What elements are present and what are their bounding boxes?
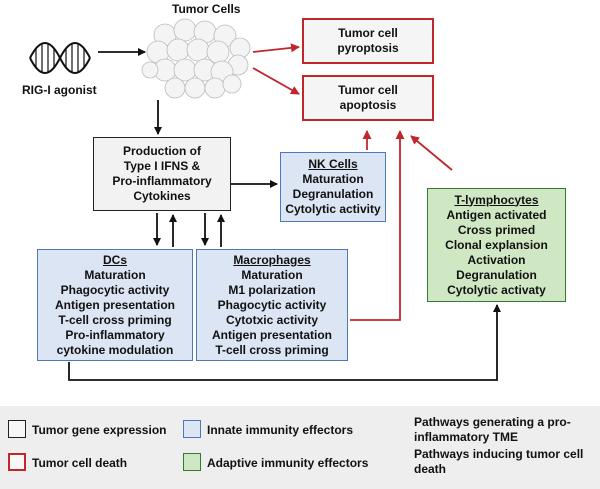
rig-agonist-label: RIG-I agonist bbox=[22, 83, 97, 97]
legend-death-path: Pathways inducing tumor cell death bbox=[414, 447, 584, 476]
dcs-line: cytokine modulation bbox=[56, 342, 174, 357]
legend-black-swatch bbox=[8, 420, 26, 438]
dcs-line: Phagocytic activity bbox=[60, 282, 170, 297]
legend-adaptive: Adaptive immunity effectors bbox=[207, 456, 369, 470]
macrophages-line: T-cell cross priming bbox=[215, 342, 329, 357]
legend-tumor-death: Tumor cell death bbox=[32, 456, 128, 470]
dna-icon bbox=[29, 42, 91, 74]
macrophages-line: Phagocytic activity bbox=[217, 297, 327, 312]
legend-blue-swatch bbox=[183, 420, 201, 438]
dcs-line: Antigen presentation bbox=[54, 297, 175, 312]
legend bbox=[0, 406, 600, 489]
tcells-title: T-lymphocytes bbox=[454, 192, 539, 207]
macrophages-title: Macrophages bbox=[233, 252, 311, 267]
tcells-line: Cross primed bbox=[457, 222, 536, 237]
tcells-line: Activation bbox=[467, 252, 526, 267]
nk-cells-box: NK Cells Maturation Degranulation Cytoly… bbox=[280, 152, 386, 222]
legend-red-swatch bbox=[8, 453, 26, 471]
nk-line: Maturation bbox=[302, 172, 364, 186]
pyroptosis-box: Tumor cell pyroptosis bbox=[302, 18, 434, 64]
t-lymphocytes-box: T-lymphocytes Antigen activated Cross pr… bbox=[427, 188, 566, 302]
tcells-line: Antigen activated bbox=[446, 207, 547, 222]
dcs-title: DCs bbox=[102, 252, 127, 267]
macrophages-line: Antigen presentation bbox=[211, 327, 332, 342]
legend-innate: Innate immunity effectors bbox=[207, 423, 354, 437]
tumor-cells-cluster-icon bbox=[141, 18, 251, 99]
macrophages-line: Cytotxic activity bbox=[225, 312, 319, 327]
macrophages-box: Macrophages Maturation M1 polarization P… bbox=[196, 249, 348, 361]
legend-pro-inflam: Pathways generating a pro- inflammatory … bbox=[414, 415, 571, 444]
tcells-line: Clonal explansion bbox=[445, 237, 548, 252]
nk-title: NK Cells bbox=[308, 157, 358, 171]
apoptosis-box: Tumor cell apoptosis bbox=[302, 75, 434, 121]
legend-tumor-gene: Tumor gene expression bbox=[32, 423, 167, 437]
production-box: Production of Type I IFNS & Pro-inflamma… bbox=[93, 137, 231, 211]
dcs-box: DCs Maturation Phagocytic activity Antig… bbox=[37, 249, 193, 361]
macrophages-line: Maturation bbox=[241, 267, 303, 282]
macrophages-line: M1 polarization bbox=[228, 282, 316, 297]
nk-line: Degranulation bbox=[292, 187, 374, 201]
legend-green-swatch bbox=[183, 453, 201, 471]
dcs-line: T-cell cross priming bbox=[58, 312, 172, 327]
nk-line: Cytolytic activity bbox=[285, 202, 381, 216]
tcells-line: Cytolytic activaty bbox=[447, 282, 546, 297]
tumor-cells-label: Tumor Cells bbox=[172, 2, 241, 16]
tcells-line: Degranulation bbox=[456, 267, 537, 282]
dcs-line: Maturation bbox=[84, 267, 146, 282]
dcs-line: Pro-inflammatory bbox=[65, 327, 165, 342]
